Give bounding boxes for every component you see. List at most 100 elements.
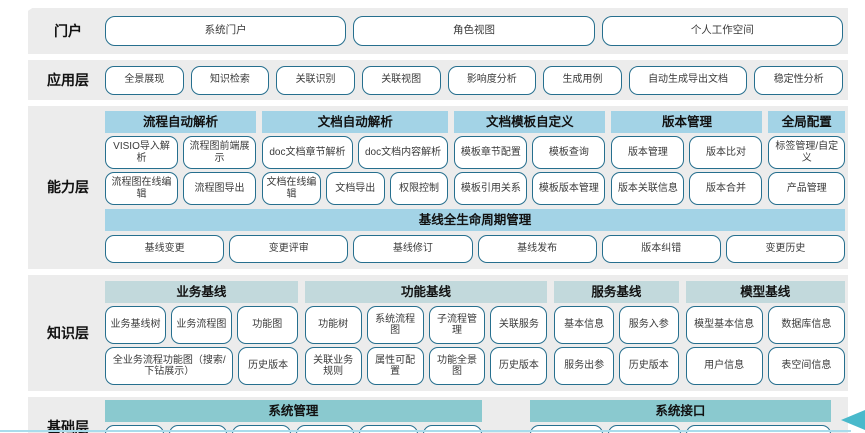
knowledge-group-service-baseline: 服务基线 基本信息服务入参 服务出参历史版本 (554, 281, 679, 385)
item-button[interactable]: 业务流程图 (170, 306, 232, 344)
item-button[interactable]: 关联识别 (276, 65, 355, 95)
item-button[interactable]: 历史版本 (238, 347, 298, 385)
item-button[interactable]: 数据库信息 (767, 306, 846, 344)
group-header: 模型基线 (685, 281, 845, 303)
item-button[interactable]: 流程图导出 (183, 172, 257, 205)
baseline-button-row: 基线变更变更评审基线修订基线发布版本纠错变更历史 (105, 235, 846, 263)
item-button[interactable]: 权限控制 (389, 172, 449, 205)
item-button[interactable]: doc文档内容解析 (357, 136, 449, 169)
item-button[interactable]: 版本纠错 (601, 235, 721, 263)
baseline-lifecycle-header: 基线全生命周期管理 (105, 209, 845, 231)
layer-portal-label: 门户 (54, 23, 82, 39)
button-row: 模型基本信息数据库信息 (685, 306, 846, 344)
group-header: 服务基线 (554, 281, 679, 303)
item-button[interactable]: 用户信息 (685, 347, 763, 385)
item-button[interactable]: 关联视图 (361, 65, 441, 95)
item-button[interactable]: 模板查询 (532, 136, 606, 169)
foundation-group-system-interface: 系统接口 jiraconfluence接口自动化平台 (529, 400, 831, 433)
capability-group-version-mgmt: 版本管理 版本管理版本比对 版本关联信息版本合并 (611, 111, 763, 205)
item-button[interactable]: 业务基线树 (105, 306, 166, 344)
item-button[interactable]: 功能全景图 (428, 347, 486, 385)
item-button[interactable]: 历史版本 (490, 347, 548, 385)
layer-application: 应用层 全景展现知识检索关联识别关联视图影响度分析生成用例自动生成导出文档稳定性… (28, 60, 848, 100)
item-button[interactable]: 变更评审 (229, 235, 349, 263)
application-items: 全景展现知识检索关联识别关联视图影响度分析生成用例自动生成导出文档稳定性分析 (105, 65, 845, 95)
button-row: 标签管理/自定义 (768, 136, 846, 169)
item-button[interactable]: 属性可配置 (366, 347, 424, 385)
layer-capability: 能力层 流程自动解析 VISIO导入解析流程图前端展示 流程图在线编辑流程图导出… (28, 106, 848, 269)
item-button[interactable]: 版本管理 (611, 136, 685, 169)
button-row: 产品管理 (768, 172, 846, 205)
item-button[interactable]: 功能图 (236, 306, 298, 344)
button-row: 版本管理版本比对 (611, 136, 763, 169)
item-button[interactable]: 产品管理 (768, 172, 846, 205)
item-button[interactable]: 影响度分析 (447, 65, 537, 95)
knowledge-group-model-baseline: 模型基线 模型基本信息数据库信息 用户信息表空间信息 (685, 281, 846, 385)
item-button[interactable]: 功能树 (304, 306, 362, 344)
layer-portal: 门户 系统门户角色视图个人工作空间 (28, 8, 848, 54)
item-button[interactable]: 全业务流程功能图（搜索/下钻展示） (105, 347, 234, 385)
item-button[interactable]: 版本比对 (689, 136, 763, 169)
knowledge-groups: 业务基线 业务基线树业务流程图功能图 全业务流程功能图（搜索/下钻展示）历史版本… (105, 281, 846, 385)
button-row: 多用户管理权限管理角色管理组织机构管理菜单管理操作日志 (105, 425, 482, 433)
layer-knowledge: 知识层 业务基线 业务基线树业务流程图功能图 全业务流程功能图（搜索/下钻展示）… (28, 275, 848, 391)
item-button[interactable]: 模板版本管理 (532, 172, 606, 205)
foundation-group-system-mgmt: 系统管理 多用户管理权限管理角色管理组织机构管理菜单管理操作日志 (105, 400, 482, 433)
group-header: 文档模板自定义 (454, 111, 606, 133)
item-button[interactable]: 标签管理/自定义 (768, 136, 846, 169)
item-button[interactable]: 文档导出 (325, 172, 385, 205)
item-button[interactable]: doc文档章节解析 (262, 136, 353, 169)
foundation-groups: 系统管理 多用户管理权限管理角色管理组织机构管理菜单管理操作日志 系统接口 ji… (105, 400, 845, 433)
capability-content: 流程自动解析 VISIO导入解析流程图前端展示 流程图在线编辑流程图导出 文档自… (105, 111, 846, 263)
item-button[interactable]: 子流程管理 (428, 306, 486, 344)
group-header: 系统接口 (529, 400, 831, 422)
item-button[interactable]: 模型基本信息 (685, 306, 763, 344)
item-button[interactable]: 基线发布 (477, 235, 597, 263)
button-row: 模板引用关系模板版本管理 (454, 172, 606, 205)
item-button[interactable]: 模板章节配置 (454, 136, 528, 169)
button-row: 基本信息服务入参 (554, 306, 679, 344)
left-arrow-icon (841, 410, 865, 430)
item-button[interactable]: 系统门户 (105, 16, 347, 46)
item-button[interactable]: 系统流程图 (366, 306, 424, 344)
item-button[interactable]: 基本信息 (554, 306, 614, 344)
group-header: 流程自动解析 (105, 111, 257, 133)
item-button[interactable]: 变更历史 (725, 235, 846, 263)
knowledge-group-function-baseline: 功能基线 功能树系统流程图子流程管理关联服务 关联业务规则属性可配置功能全景图历… (304, 281, 548, 385)
item-button[interactable]: 流程图在线编辑 (105, 172, 179, 205)
button-row: 服务出参历史版本 (554, 347, 679, 385)
item-button[interactable]: 角色视图 (353, 16, 595, 46)
item-button[interactable]: 服务入参 (618, 306, 679, 344)
group-header: 版本管理 (611, 111, 763, 133)
item-button[interactable]: 服务出参 (554, 347, 614, 385)
item-button[interactable]: 版本合并 (689, 172, 763, 205)
button-row: jiraconfluence接口自动化平台 (529, 425, 831, 433)
group-header: 业务基线 (105, 281, 298, 303)
item-button[interactable]: 关联业务规则 (304, 347, 362, 385)
item-button[interactable]: VISIO导入解析 (105, 136, 179, 169)
layer-application-label: 应用层 (47, 72, 89, 88)
item-button[interactable]: 表空间信息 (767, 347, 846, 385)
item-button[interactable]: 模板引用关系 (454, 172, 528, 205)
capability-group-template-custom: 文档模板自定义 模板章节配置模板查询 模板引用关系模板版本管理 (454, 111, 606, 205)
item-button[interactable]: 稳定性分析 (754, 65, 843, 95)
button-row: 关联业务规则属性可配置功能全景图历史版本 (304, 347, 548, 385)
item-button[interactable]: 流程图前端展示 (183, 136, 257, 169)
group-header: 功能基线 (304, 281, 548, 303)
item-button[interactable]: 版本关联信息 (611, 172, 685, 205)
item-button[interactable]: 全景展现 (105, 65, 184, 95)
item-button[interactable]: 个人工作空间 (601, 16, 843, 46)
layer-foundation-label: 基础层 (47, 419, 89, 433)
item-button[interactable]: 历史版本 (618, 347, 679, 385)
item-button[interactable]: 关联服务 (490, 306, 548, 344)
item-button[interactable]: 自动生成导出文档 (628, 65, 748, 95)
item-button[interactable]: 基线修订 (353, 235, 473, 263)
item-button[interactable]: 文档在线编辑 (262, 172, 321, 205)
item-button[interactable]: 生成用例 (543, 65, 622, 95)
item-button[interactable]: 知识检索 (190, 65, 270, 95)
capability-groups: 流程自动解析 VISIO导入解析流程图前端展示 流程图在线编辑流程图导出 文档自… (105, 111, 846, 205)
layer-knowledge-label: 知识层 (47, 325, 89, 341)
item-button[interactable]: 基线变更 (105, 235, 225, 263)
